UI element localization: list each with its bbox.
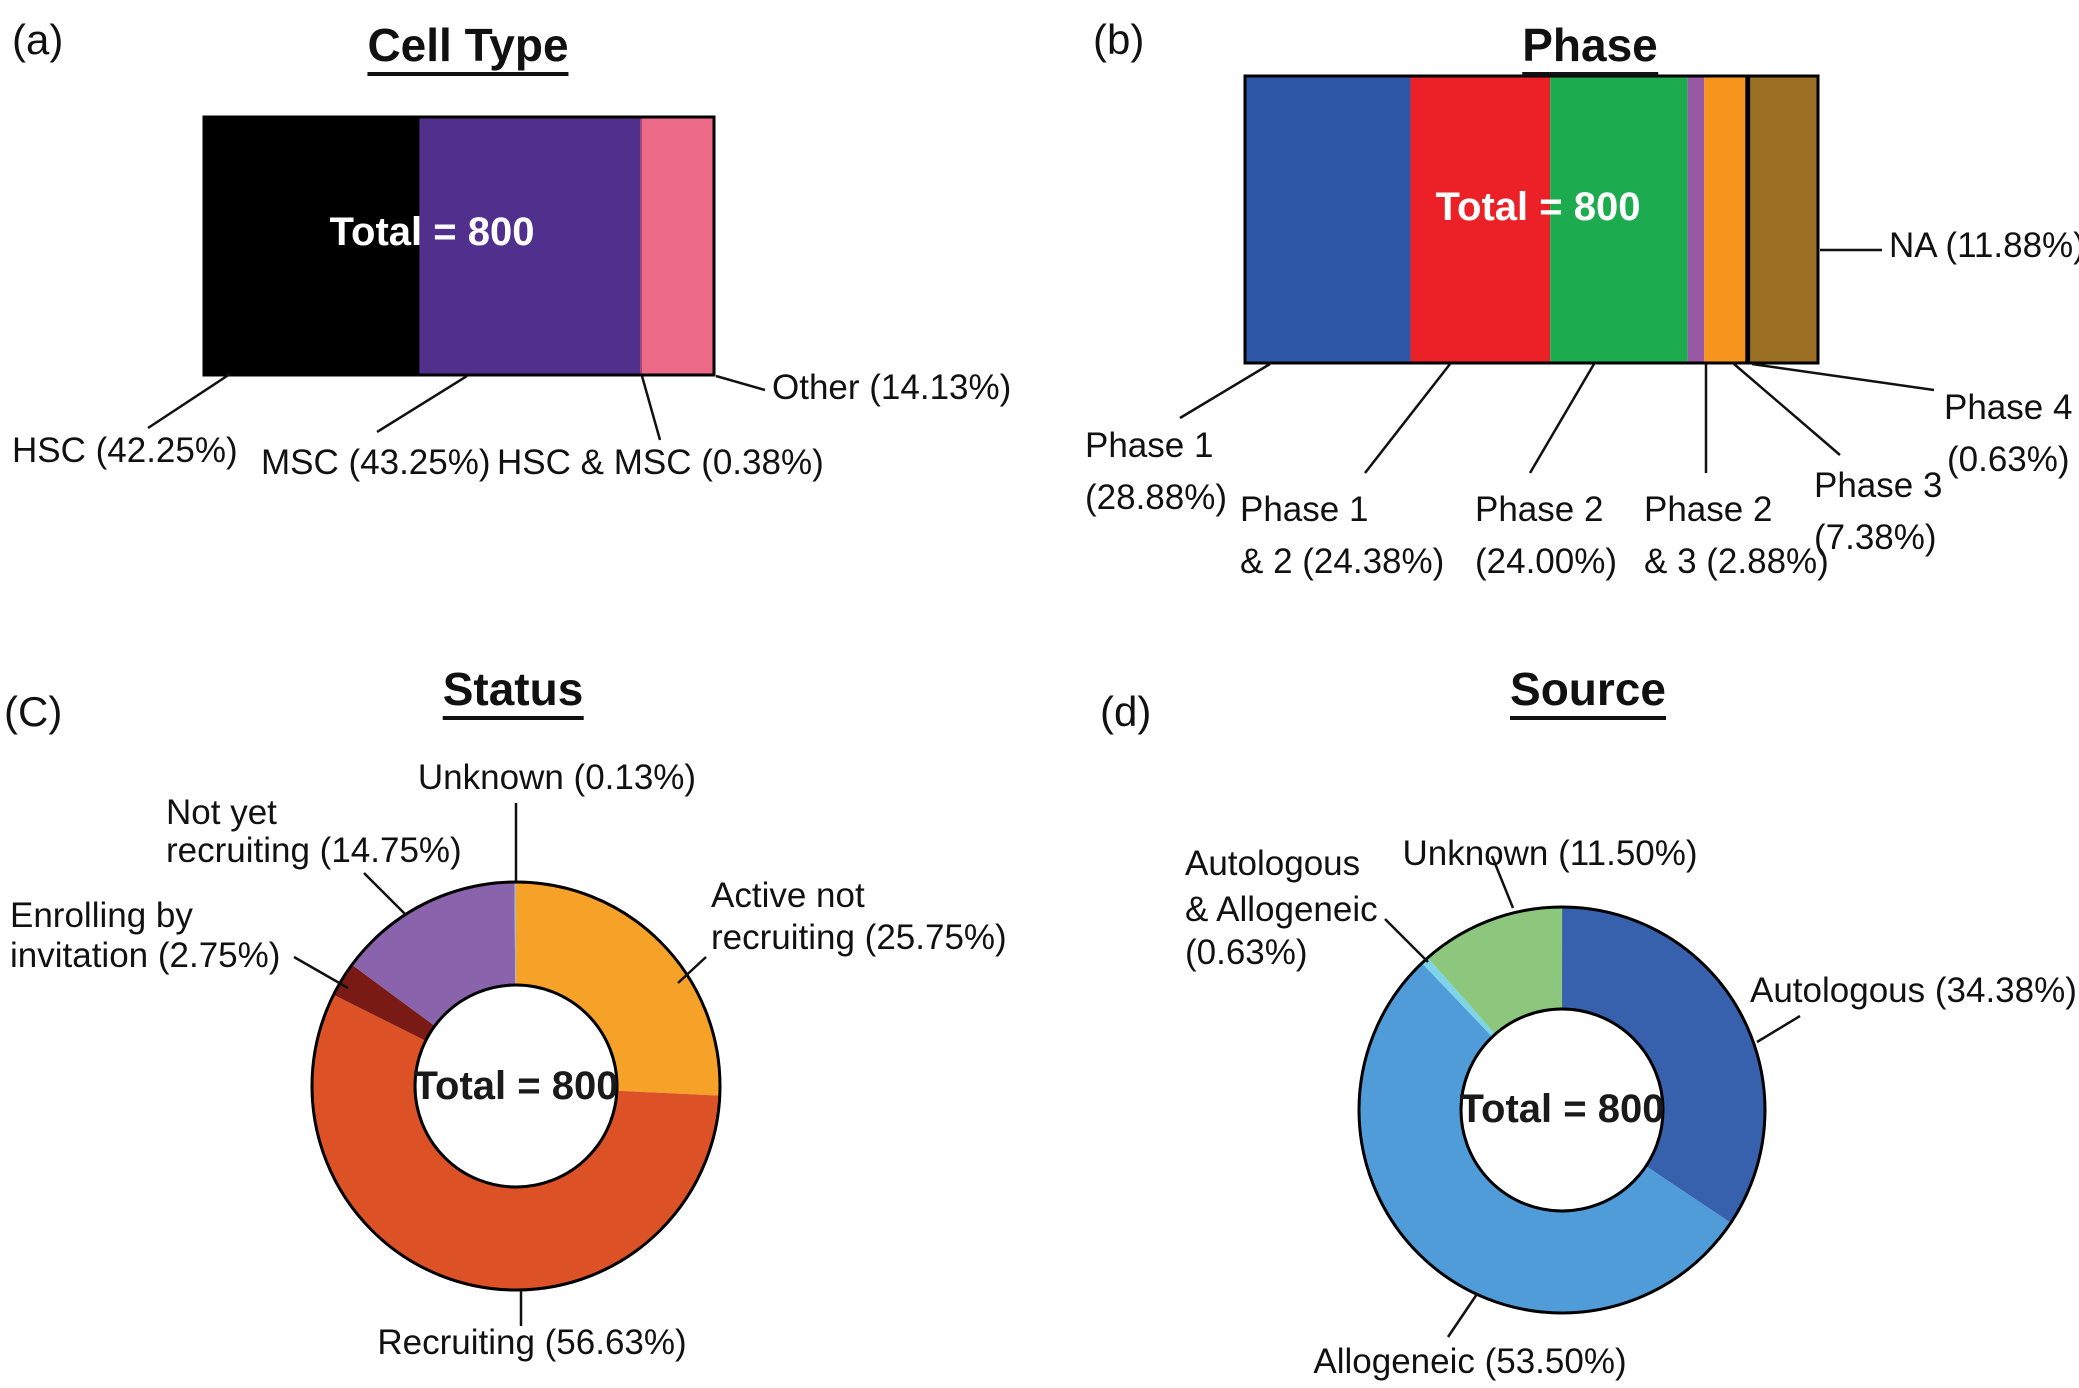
callout-label-d-2-line0: Autologous (1185, 844, 1361, 883)
leader-line-C-0 (677, 956, 707, 984)
leader-line-b-1 (1364, 363, 1451, 474)
bar-segment-a-1 (419, 117, 641, 375)
callout-label-d-0-line0: Autologous (34.38%) (1750, 971, 2077, 1010)
leader-line-d-3 (1490, 855, 1515, 909)
callout-label-b-3-line0: Phase 2 (1644, 490, 1773, 529)
callout-label-b-4-line0: Phase 3 (1814, 466, 1943, 505)
donut-outer-outline-d (1357, 905, 1767, 1315)
callout-label-a-0-line0: HSC (42.25%) (12, 431, 238, 470)
bar-segment-b-5 (1745, 76, 1752, 363)
callout-label-b-5-line0: Phase 4 (1944, 388, 2073, 427)
callout-label-b-6-line0: NA (11.88%) (1889, 226, 2079, 265)
leader-line-a-2 (640, 375, 662, 441)
donut-slice-d-1 (1358, 963, 1731, 1314)
callout-label-C-2-line0: Enrolling by (10, 896, 193, 935)
leader-line-C-2 (293, 955, 349, 990)
leader-line-b-2 (1528, 363, 1596, 474)
callout-label-b-2-line1: (24.00%) (1475, 542, 1618, 581)
leader-line-b-5 (1751, 362, 1935, 392)
donut-outer-outline-C (310, 880, 722, 1292)
panel-a-total-annotation: Total = 800 (329, 210, 535, 255)
donut-slice-C-1 (312, 994, 720, 1290)
callout-label-b-3-line1: & 3 (2.88%) (1644, 542, 1829, 581)
donut-slice-C-2 (333, 964, 435, 1041)
bar-segment-a-2 (640, 117, 642, 375)
leader-line-d-0 (1756, 1014, 1801, 1044)
callout-label-b-0-line0: Phase 1 (1085, 426, 1214, 465)
donut-slice-C-0 (516, 882, 720, 1096)
leader-line-d-1 (1446, 1293, 1479, 1338)
callout-label-b-1-line0: Phase 1 (1240, 490, 1369, 529)
callout-label-b-4-line1: (7.38%) (1814, 518, 1937, 557)
callout-label-b-0-line1: (28.88%) (1085, 478, 1228, 517)
leader-line-a-0 (147, 372, 231, 430)
callout-label-a-2-line0: HSC & MSC (0.38%) (497, 443, 824, 482)
callout-label-a-3-line0: Other (14.13%) (772, 368, 1012, 407)
callout-label-C-2-line1: invitation (2.75%) (10, 936, 281, 975)
callout-label-b-2-line0: Phase 2 (1475, 490, 1604, 529)
panel-d-total-annotation: Total = 800 (1459, 1087, 1665, 1132)
bar-segment-a-0 (204, 117, 420, 375)
panel-C-letter: (C) (4, 688, 63, 735)
bar-segment-b-1 (1410, 76, 1551, 363)
donut-inner-outline-C (413, 983, 619, 1189)
callout-label-C-4-line0: Unknown (0.13%) (417, 758, 697, 797)
panel-C-title: Status (442, 665, 584, 721)
panel-b-title: Phase (1522, 21, 1658, 77)
leader-line-a-3 (715, 374, 766, 392)
leader-line-d-2 (1384, 918, 1429, 963)
donut-slice-d-2 (1421, 957, 1496, 1037)
callout-label-C-0-line1: recruiting (25.75%) (711, 918, 1007, 957)
panel-b-letter: (b) (1093, 16, 1145, 63)
callout-label-C-1-line0: Recruiting (56.63%) (377, 1323, 687, 1362)
bar-segment-b-4 (1704, 76, 1747, 363)
leader-line-C-3 (363, 872, 407, 916)
panel-a-title: Cell Type (367, 21, 569, 77)
leader-line-b-4 (1733, 363, 1841, 456)
callout-label-d-1-line0: Allogeneic (53.50%) (1313, 1342, 1627, 1381)
bar-segment-b-0 (1245, 76, 1411, 363)
callout-label-a-1-line0: MSC (43.25%) (261, 443, 491, 482)
callout-label-C-3-line1: recruiting (14.75%) (166, 831, 462, 870)
panel-C-total-annotation: Total = 800 (413, 1064, 619, 1109)
callout-label-C-3-line0: Not yet (166, 793, 277, 832)
bar-segment-a-3 (641, 117, 715, 375)
callout-label-C-0-line0: Active not (711, 876, 865, 915)
bar-segment-b-2 (1550, 76, 1688, 363)
panel-d-title: Source (1510, 665, 1666, 721)
bar-segment-b-6 (1750, 76, 1819, 363)
callout-label-d-2-line2: (0.63%) (1185, 933, 1308, 972)
panel-a-letter: (a) (12, 16, 64, 63)
callout-label-d-2-line1: & Allogeneic (1185, 890, 1378, 929)
donut-slice-d-3 (1427, 907, 1563, 1035)
bar-outline-a (202, 115, 716, 377)
leader-line-b-0 (1179, 362, 1271, 420)
donut-slice-d-0 (1562, 907, 1765, 1223)
bar-segment-b-3 (1687, 76, 1705, 363)
callout-label-b-1-line1: & 2 (24.38%) (1240, 542, 1445, 581)
donut-slice-C-3 (351, 882, 516, 1026)
donut-inner-outline-d (1459, 1007, 1665, 1213)
donut-slice-C-4 (514, 882, 517, 986)
panel-b-total-annotation: Total = 800 (1435, 185, 1641, 230)
leader-line-a-1 (376, 374, 468, 434)
panel-d-letter: (d) (1100, 688, 1152, 735)
callout-label-b-5-line1: (0.63%) (1947, 440, 2070, 479)
callout-label-d-3-line0: Unknown (11.50%) (1402, 834, 1698, 873)
